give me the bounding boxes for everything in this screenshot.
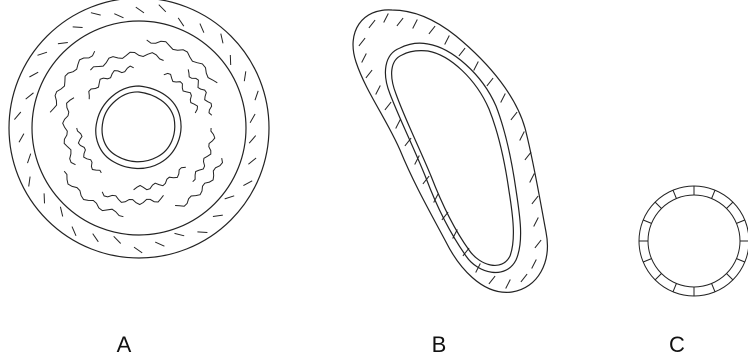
figure-a-outer-wall [9, 0, 269, 258]
radial-tick [737, 259, 745, 262]
hatch-mark [178, 18, 184, 26]
hatch-mark [14, 112, 20, 120]
radial-tick [727, 202, 733, 208]
radial-tick [673, 190, 676, 198]
media-wavy-line [193, 128, 215, 182]
hatch-mark [397, 18, 403, 26]
hatch-mark [511, 112, 517, 120]
hatch-mark [359, 38, 365, 46]
hatch-mark [534, 218, 539, 227]
hatch-mark [93, 234, 99, 242]
hatch-mark [114, 236, 121, 243]
hatch-mark [366, 70, 372, 78]
hatch-mark [91, 13, 101, 15]
hatch-mark [487, 78, 493, 86]
figure-c-label: C [669, 334, 685, 356]
hatch-mark [474, 62, 479, 71]
radial-tick [655, 202, 661, 208]
hatch-mark [413, 20, 418, 29]
radial-tick [673, 284, 676, 292]
hatch-mark [29, 177, 30, 187]
hatch-mark [19, 134, 24, 143]
hatch-mark [159, 5, 166, 12]
hatch-mark [197, 232, 207, 233]
media-wavy-line [188, 69, 212, 115]
hatch-mark [134, 247, 142, 253]
hatch-mark [250, 114, 255, 123]
hatch-mark [60, 207, 62, 217]
hatch-mark [58, 43, 68, 44]
hatch-mark [200, 24, 204, 33]
hatch-mark [525, 152, 531, 160]
hatch-mark [38, 52, 48, 55]
radial-tick [643, 259, 651, 262]
hatch-mark [175, 233, 185, 235]
figure-a-lumen-outer [96, 86, 181, 169]
hatch-mark [249, 136, 256, 144]
hatch-mark [29, 72, 38, 77]
hatch-mark [530, 174, 535, 183]
hatch-mark [155, 242, 164, 246]
media-wavy-line [102, 192, 163, 205]
radial-tick [737, 220, 745, 223]
hatch-mark [114, 14, 123, 18]
figure-c-radial-ticks [639, 186, 748, 296]
figure-b-irregular-vessel [353, 10, 547, 292]
hatch-mark [213, 215, 223, 216]
hatch-mark [396, 120, 401, 129]
media-wavy-line [63, 98, 76, 165]
radial-tick [643, 220, 651, 223]
figure-a-lumen-inner [102, 92, 175, 162]
hatch-mark [535, 240, 541, 248]
figure-b-label: B [432, 334, 447, 356]
hatch-mark [506, 280, 511, 289]
media-wavy-line [134, 167, 186, 190]
radial-tick [727, 274, 733, 280]
figure-b-inner-wall-inner-line [392, 51, 514, 266]
radial-tick [712, 284, 715, 292]
hatch-mark [501, 94, 506, 103]
hatch-mark [459, 48, 465, 56]
hatch-mark [362, 54, 367, 63]
media-wavy-line [147, 40, 218, 83]
hatch-mark [521, 274, 527, 282]
media-wavy-line [64, 171, 123, 217]
hatch-mark [73, 27, 83, 28]
hatch-mark [385, 102, 391, 110]
hatch-mark [520, 132, 525, 141]
hatch-mark [248, 158, 256, 164]
figure-a-label: A [117, 334, 132, 356]
figure-a-concentric-vessel [9, 0, 269, 258]
hatch-mark [28, 154, 31, 164]
media-wavy-line [90, 52, 163, 70]
hatch-mark [244, 71, 246, 81]
figure-a-adventitia-boundary [32, 21, 246, 235]
hatch-mark [489, 276, 495, 284]
figure-c-thin-vessel [639, 186, 748, 296]
hatch-mark [136, 7, 144, 13]
hatch-mark [72, 227, 76, 236]
media-wavy-line [175, 158, 222, 206]
figure-a-hatching [14, 5, 258, 253]
hatch-mark [369, 20, 375, 28]
hatch-mark [384, 14, 389, 23]
figure-b-hatching [359, 14, 541, 289]
hatch-mark [445, 36, 450, 45]
radial-tick [655, 274, 661, 280]
hatch-mark [429, 26, 435, 34]
hatch-mark [532, 260, 537, 269]
hatch-mark [221, 34, 223, 44]
media-wavy-line [77, 128, 102, 173]
hatch-mark [255, 91, 258, 100]
hatch-mark [532, 196, 538, 204]
hatch-mark [26, 93, 34, 99]
hatch-mark [243, 181, 252, 186]
figure-c-inner-wall [648, 195, 740, 287]
radial-tick [712, 190, 715, 198]
figure-a-media-wavy-lines [50, 40, 222, 217]
hatch-mark [376, 86, 381, 95]
hatch-mark [225, 196, 235, 199]
